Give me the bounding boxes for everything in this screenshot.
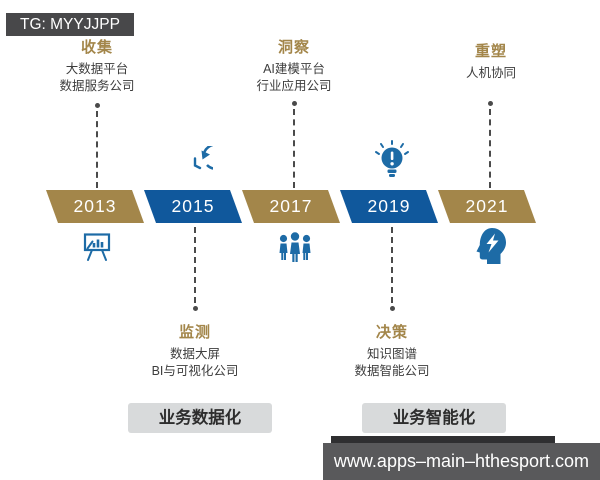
connector-dot	[94, 103, 100, 108]
stage-line: 数据大屏	[169, 347, 220, 361]
connector-dash	[293, 109, 295, 188]
connector-dot	[192, 306, 198, 311]
site-bar-accent	[331, 436, 555, 444]
stage-label-insight: 洞察 AI建模平台 行业应用公司	[202, 36, 386, 95]
stage-label-decision: 决策 知识图谱 数据智能公司	[300, 321, 484, 380]
stage-line: 人机协同	[465, 66, 516, 80]
timeline-segment-2021: 2021	[437, 190, 537, 223]
stage-title: 监测	[178, 324, 211, 341]
stage-line: 大数据平台	[65, 62, 129, 76]
connector-top-2013	[93, 103, 101, 188]
year-label: 2013	[73, 196, 117, 216]
connector-dot	[389, 306, 395, 311]
idea-alert-icon	[373, 140, 411, 187]
connector-dash	[489, 109, 491, 188]
timeline-segment-2013: 2013	[45, 190, 145, 223]
stage-title: 洞察	[277, 39, 310, 56]
timeline-segment-2017: 2017	[241, 190, 341, 223]
connector-top-2021	[486, 101, 494, 188]
timeline-segment-2015: 2015	[143, 190, 243, 223]
stage-line: 数据服务公司	[59, 79, 135, 93]
phase-tag-intelligence: 业务智能化	[362, 403, 506, 433]
stage-title: 重塑	[474, 43, 507, 60]
stage-line: AI建模平台	[263, 62, 325, 76]
stage-line: 数据智能公司	[354, 364, 430, 378]
stage-label-reshape: 重塑 人机协同	[399, 40, 583, 82]
connector-top-2017	[290, 101, 298, 188]
team-icon	[274, 229, 316, 270]
connector-dash	[194, 227, 196, 303]
timeline-segment-2019: 2019	[339, 190, 439, 223]
stage-title: 决策	[375, 324, 408, 341]
site-watermark: www.apps–main–hthesport.com	[323, 443, 600, 480]
connector-dash	[96, 111, 98, 188]
watermark-badge: TG: MYYJJPP	[6, 13, 134, 36]
connector-dot	[487, 101, 493, 106]
year-label: 2019	[367, 196, 411, 216]
stage-title: 收集	[80, 39, 113, 56]
stage-line: 知识图谱	[366, 347, 417, 361]
history-clock-icon	[177, 143, 229, 189]
connector-bottom-2015	[191, 227, 199, 311]
stage-line: BI与可视化公司	[151, 364, 239, 378]
connector-dash	[391, 227, 393, 303]
stage-label-monitor: 监测 数据大屏 BI与可视化公司	[103, 321, 287, 380]
year-label: 2021	[465, 196, 509, 216]
year-label: 2015	[171, 196, 215, 216]
year-label: 2017	[269, 196, 313, 216]
phase-tag-dataization: 业务数据化	[128, 403, 272, 433]
head-lightning-icon	[470, 226, 510, 275]
connector-dot	[291, 101, 297, 106]
presentation-chart-icon	[79, 229, 115, 270]
connector-bottom-2019	[388, 227, 396, 311]
stage-line: 行业应用公司	[256, 79, 332, 93]
stage-label-collect: 收集 大数据平台 数据服务公司	[5, 36, 189, 95]
